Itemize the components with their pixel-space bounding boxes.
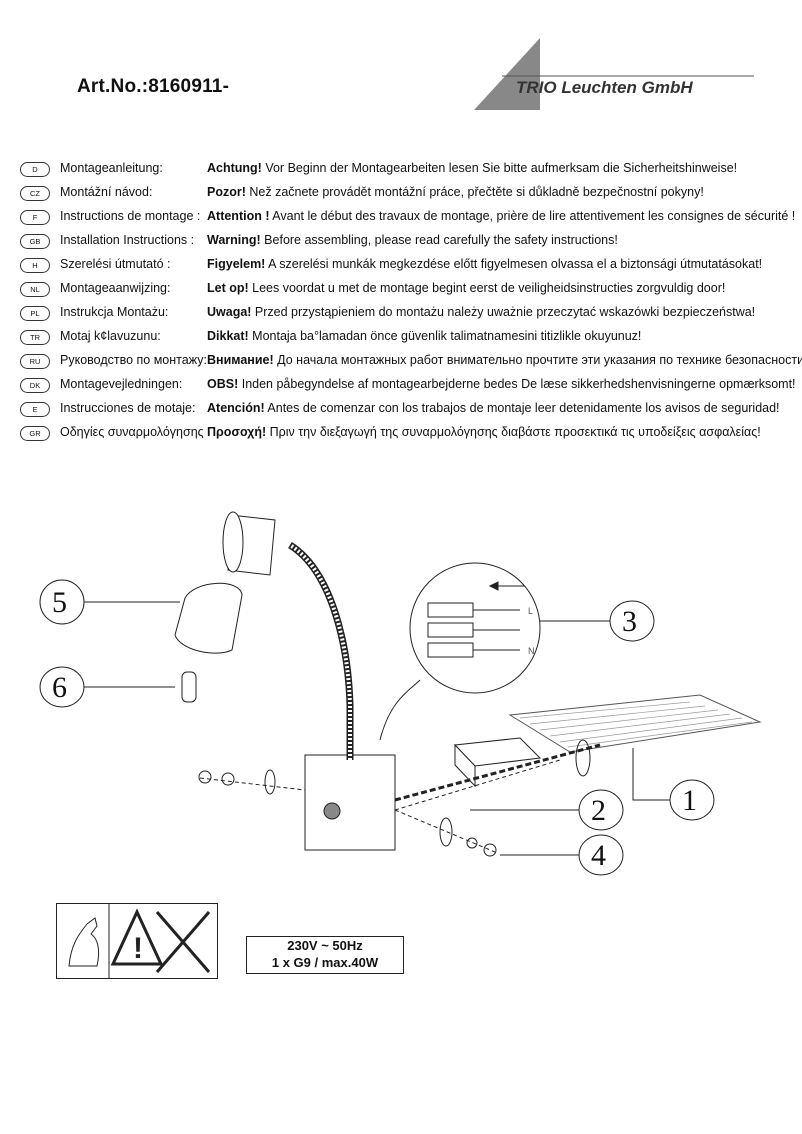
company-name: TRIO Leuchten GmbH: [516, 78, 693, 97]
language-code-badge: GB: [20, 234, 50, 249]
safety-message: Внимание! До начала монтажных работ вним…: [207, 353, 802, 367]
spec-bulb: 1 x G9 / max.40W: [271, 955, 379, 970]
safety-message: Προσοχή! Πριν την διεξαγωγή της συναρμολ…: [207, 425, 761, 439]
safety-message: Uwaga! Przed przystąpieniem do montażu n…: [207, 305, 755, 319]
language-row: E Instrucciones de motaje: Atención! Antes…: [20, 400, 790, 420]
language-row: TR Motaj k¢lavuzunu: Dikkat! Montaja ba°la…: [20, 328, 790, 348]
svg-text:!: !: [133, 932, 143, 965]
language-code-badge: NL: [20, 282, 50, 297]
warning-text: Avant le début des travaux de montage, p…: [269, 209, 796, 223]
warning-text: Než začnete provádět montážní práce, pře…: [245, 185, 704, 199]
warning-word: Внимание!: [207, 353, 274, 367]
callout-6: 6: [39, 666, 175, 708]
spec-voltage: 230V ~ 50Hz: [287, 938, 363, 953]
warning-text: Montaja ba°lamadan önce güvenlik talimat…: [248, 329, 642, 343]
language-row: RU Руководство по монтажу:Внимание! До на…: [20, 352, 802, 372]
warning-text: Lees voordat u met de montage begint eer…: [248, 281, 726, 295]
language-row: GB Installation Instructions : Warning! Be…: [20, 232, 790, 252]
language-code-badge: D: [20, 162, 50, 177]
safety-message: Achtung! Vor Beginn der Montagearbeiten …: [207, 161, 737, 175]
language-code-badge: F: [20, 210, 50, 225]
svg-text:5: 5: [52, 586, 67, 619]
warning-text: До начала монтажных работ внимательно пр…: [273, 353, 802, 367]
language-row: H Szerelési útmutató : Figyelem! A szerelé…: [20, 256, 790, 276]
warning-word: Uwaga!: [207, 305, 252, 319]
article-number: Art.No.:8160911-: [77, 76, 230, 97]
callout-5: 5: [39, 579, 180, 625]
warning-text: Before assembling, please read carefully…: [260, 233, 618, 247]
language-label: Szerelési útmutató :: [60, 257, 171, 271]
language-code-badge: CZ: [20, 186, 50, 201]
language-code-badge: GR: [20, 426, 50, 441]
language-label: Οδηγίες συναρμολόγησης: [60, 425, 204, 439]
language-row: PL Instrukcja Montażu: Uwaga! Przed przyst…: [20, 304, 790, 324]
language-label: Instrukcja Montażu:: [60, 305, 169, 319]
safety-message: OBS! Inden påbegyndelse af montagearbejd…: [207, 377, 796, 391]
safety-warning-icons: !: [56, 903, 218, 979]
language-label: Montážní návod:: [60, 185, 153, 199]
language-row: CZ Montážní návod: Pozor! Než začnete prov…: [20, 184, 790, 204]
callout-4: 4: [500, 834, 624, 876]
warning-text: Inden påbegyndelse af montagearbejderne …: [238, 377, 796, 391]
terminal-block: [427, 581, 525, 658]
language-label: Instrucciones de motaje:: [60, 401, 196, 415]
svg-text:3: 3: [622, 605, 637, 638]
assembly-diagram: L N 5 6 3 1 2 4: [39, 511, 762, 876]
warning-triangle-icon: [110, 908, 164, 966]
callout-1: 1: [632, 748, 715, 821]
svg-text:6: 6: [52, 671, 67, 704]
warning-text: Przed przystąpieniem do montażu należy u…: [251, 305, 756, 319]
warning-text: Πριν την διεξαγωγή της συναρμολόγησης δι…: [266, 425, 761, 439]
language-label: Installation Instructions :: [60, 233, 195, 247]
warning-text: Vor Beginn der Montagearbeiten lesen Sie…: [261, 161, 738, 175]
language-row: NL Montageaanwijzing: Let op! Lees voordat…: [20, 280, 790, 300]
callout-2: 2: [470, 789, 624, 831]
warning-word: Achtung!: [207, 161, 262, 175]
warning-word: Atención!: [207, 401, 265, 415]
safety-message: Pozor! Než začnete provádět montážní prá…: [207, 185, 704, 199]
safety-message: Figyelem! A szerelési munkák megkezdése …: [207, 257, 762, 271]
language-label: Instructions de montage :: [60, 209, 201, 223]
language-code-badge: H: [20, 258, 50, 273]
language-label: Montageaanwijzing:: [60, 281, 171, 295]
company-logo: [474, 38, 754, 110]
warning-word: Warning!: [207, 233, 261, 247]
safety-message: Warning! Before assembling, please read …: [207, 233, 618, 247]
language-code-badge: TR: [20, 330, 50, 345]
safety-message: Atención! Antes de comenzar con los trab…: [207, 401, 780, 415]
wall-surface: [508, 694, 762, 753]
language-row: F Instructions de montage : Attention ! Av…: [20, 208, 795, 228]
hand-icon: [68, 917, 100, 967]
terminal-label-l: L: [528, 606, 533, 616]
warning-word: Pozor!: [207, 185, 246, 199]
language-label: Руководство по монтажу:: [60, 353, 207, 367]
language-row: DK Montagevejledningen: OBS! Inden påbegyn…: [20, 376, 796, 396]
warning-word: Attention !: [207, 209, 270, 223]
svg-text:2: 2: [591, 794, 606, 827]
safety-message: Let op! Lees voordat u met de montage be…: [207, 281, 725, 295]
warning-word: Let op!: [207, 281, 249, 295]
svg-text:4: 4: [591, 839, 606, 872]
electrical-specs: 230V ~ 50Hz 1 x G9 / max.40W: [246, 936, 404, 974]
warning-text: A szerelési munkák megkezdése előtt figy…: [265, 257, 763, 271]
warning-text: Antes de comenzar con los trabajos de mo…: [264, 401, 780, 415]
warning-word: Dikkat!: [207, 329, 249, 343]
warning-word: OBS!: [207, 377, 239, 391]
language-label: Montagevejledningen:: [60, 377, 183, 391]
terminal-label-n: N: [528, 646, 535, 656]
svg-text:1: 1: [682, 784, 697, 817]
safety-message: Attention ! Avant le début des travaux d…: [207, 209, 795, 223]
callout-3: 3: [540, 600, 655, 642]
language-row: D Montageanleitung: Achtung! Vor Beginn de…: [20, 160, 790, 180]
language-code-badge: E: [20, 402, 50, 417]
language-label: Montageanleitung:: [60, 161, 163, 175]
language-code-badge: RU: [20, 354, 50, 369]
language-label: Motaj k¢lavuzunu:: [60, 329, 161, 343]
safety-message: Dikkat! Montaja ba°lamadan önce güvenlik…: [207, 329, 641, 343]
language-code-badge: DK: [20, 378, 50, 393]
warning-word: Figyelem!: [207, 257, 266, 271]
language-code-badge: PL: [20, 306, 50, 321]
warning-word: Προσοχή!: [207, 425, 267, 439]
